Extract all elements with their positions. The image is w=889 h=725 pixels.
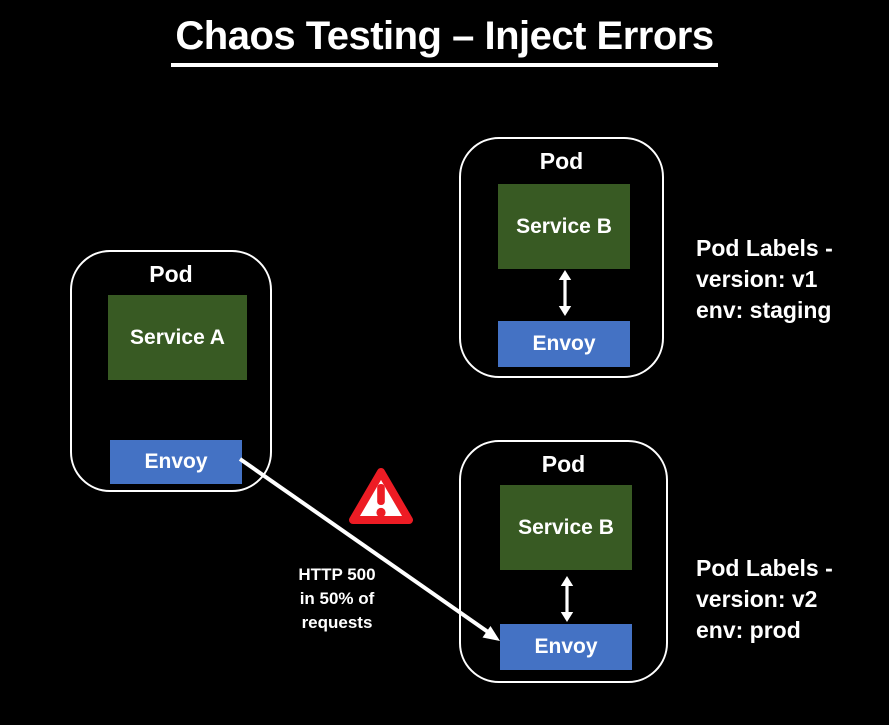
pod-labels-prod-note: Pod Labels - version: v2 env: prod: [696, 553, 833, 646]
http-500-note: HTTP 500 in 50% of requests: [282, 563, 392, 635]
double-arrow-icon: [560, 576, 574, 622]
title-container: Chaos Testing – Inject Errors: [0, 14, 889, 67]
service-b-prod-box: Service B: [500, 485, 632, 570]
note-line: in 50% of: [299, 589, 375, 608]
service-a-envoy-box: Envoy: [110, 440, 242, 484]
page-title: Chaos Testing – Inject Errors: [171, 14, 718, 67]
service-b-prod-envoy-box: Envoy: [500, 624, 632, 670]
pod-service-a-label: Pod: [149, 261, 193, 287]
pod-labels-staging-note: Pod Labels - version: v1 env: staging: [696, 233, 833, 326]
note-line: version: v1: [696, 266, 818, 292]
pod-prod-label: Pod: [541, 451, 586, 477]
note-line: Pod Labels -: [696, 235, 833, 261]
pod-service-b-staging: Pod Service B Envoy: [459, 137, 664, 378]
note-line: HTTP 500: [298, 565, 376, 584]
pod-service-a: Pod Service A Envoy: [70, 250, 272, 492]
note-line: requests: [301, 613, 373, 632]
warning-icon: [349, 468, 413, 524]
service-b-staging-box: Service B: [498, 184, 630, 269]
note-line: env: prod: [696, 617, 801, 643]
double-arrow-icon: [558, 270, 572, 316]
pod-service-b-prod: Pod Service B Envoy: [459, 440, 668, 683]
pod-staging-label: Pod: [539, 148, 584, 174]
note-line: version: v2: [696, 586, 818, 612]
service-b-staging-envoy-box: Envoy: [498, 321, 630, 367]
note-line: env: staging: [696, 297, 832, 323]
service-a-box: Service A: [108, 295, 247, 380]
note-line: Pod Labels -: [696, 555, 833, 581]
